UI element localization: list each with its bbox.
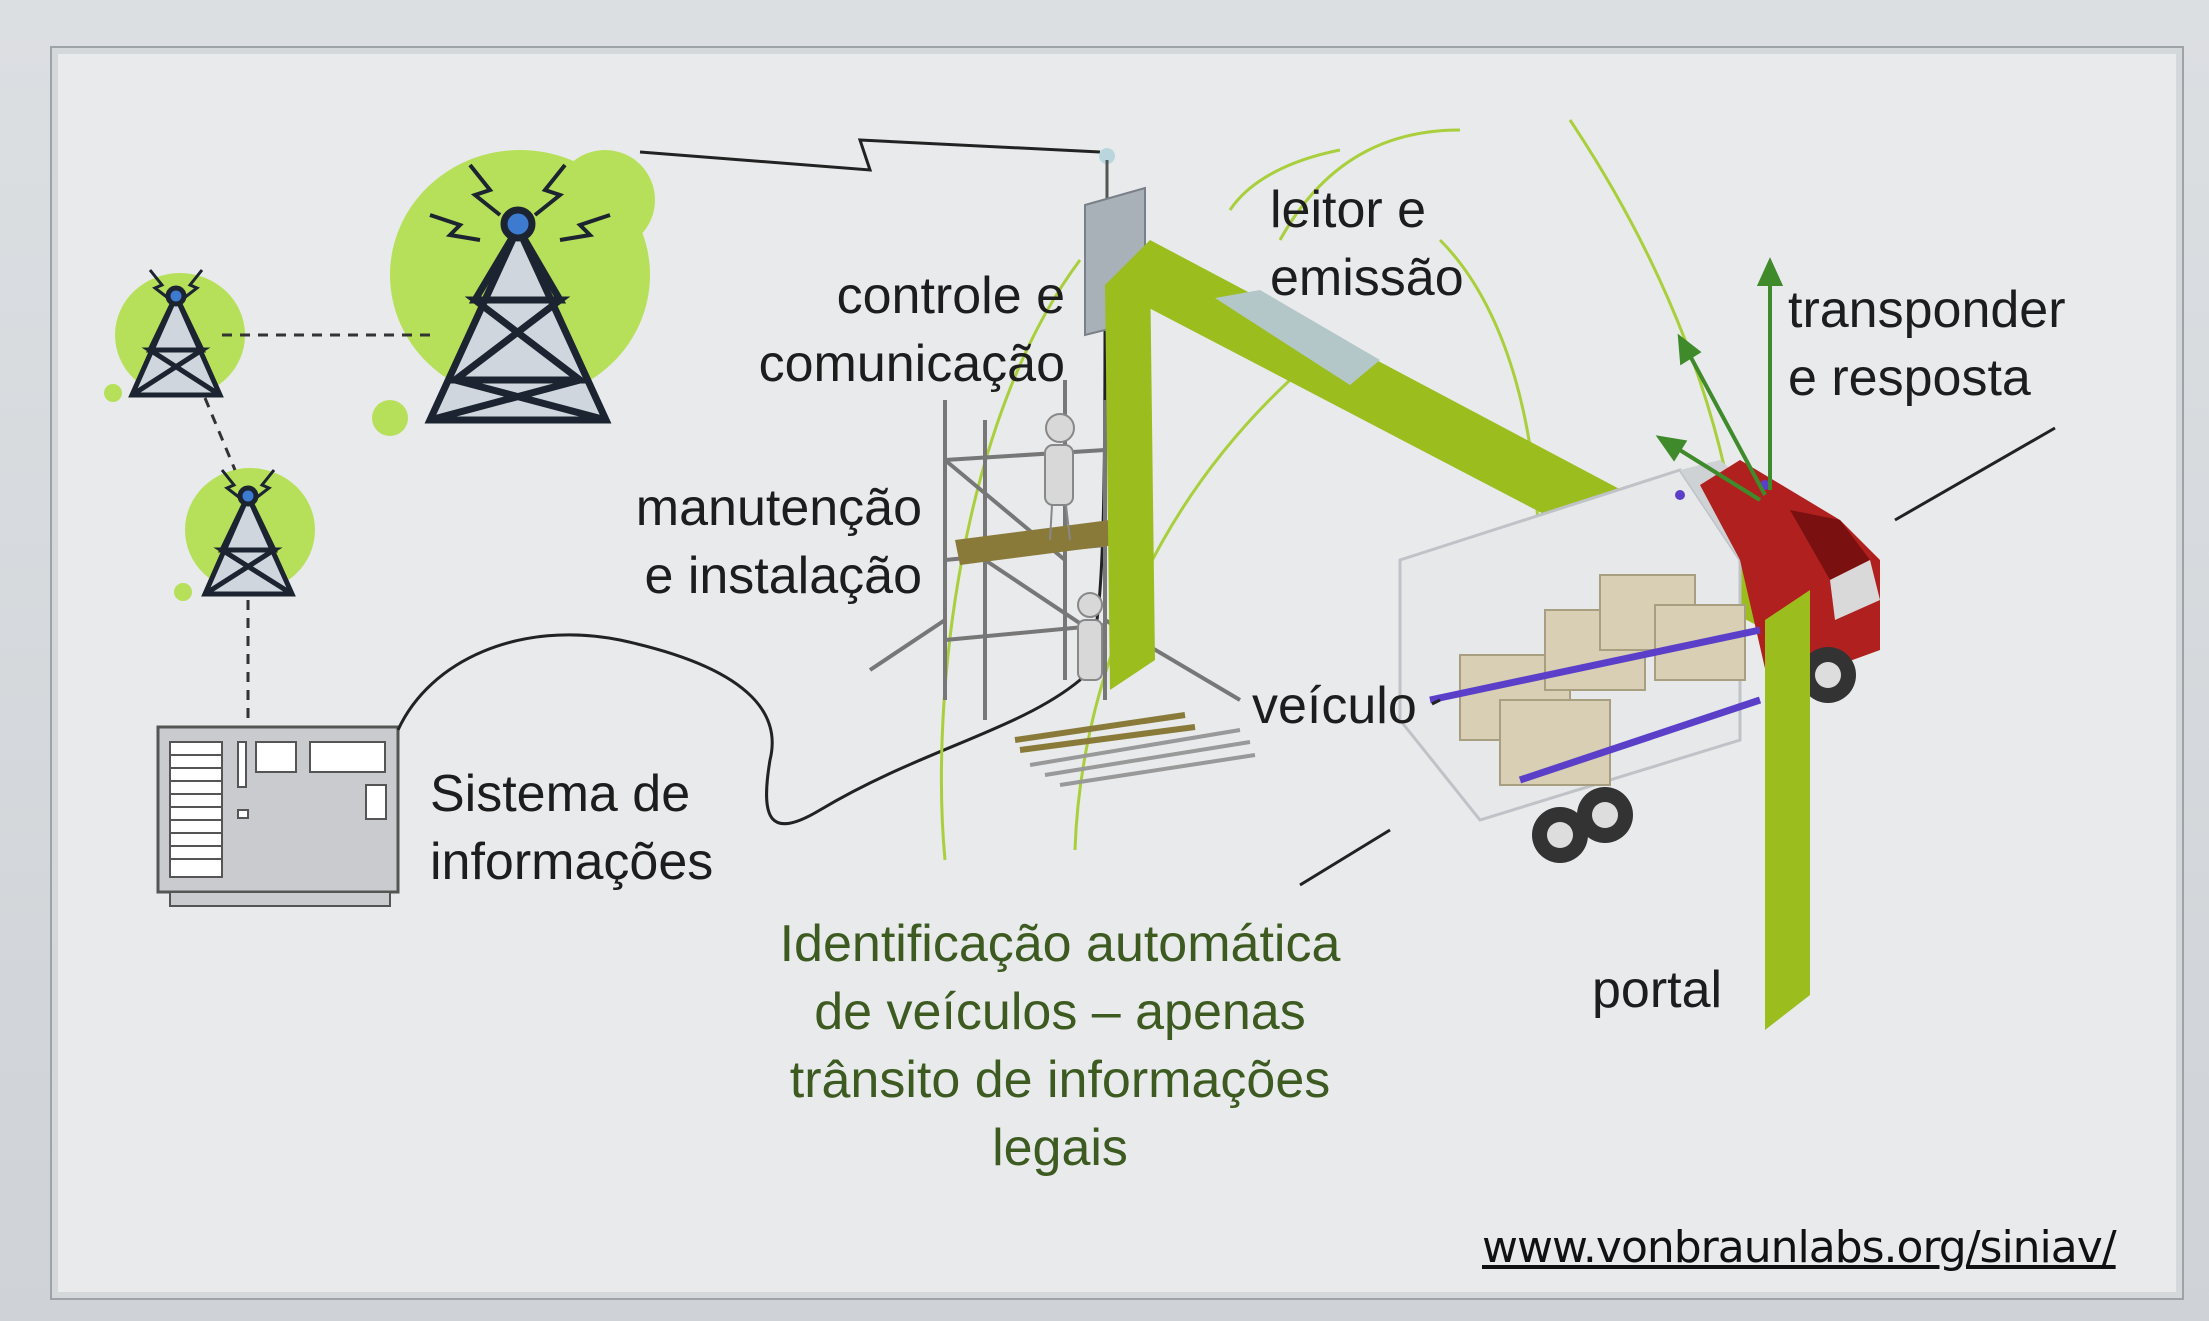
- label-controle-comunicacao: controle e comunicação: [720, 262, 1065, 398]
- label-sistema-informacoes: Sistema de informações: [430, 760, 713, 896]
- label-line: informações: [430, 833, 714, 891]
- radio-tower-icon: [201, 469, 296, 597]
- portal-right-pillar: [1765, 590, 1810, 1030]
- radio-tower-icon: [424, 163, 612, 424]
- label-transponder-resposta: transponder e resposta: [1788, 276, 2066, 412]
- transponder-arrows: [1655, 257, 1784, 502]
- reader-panel: [1215, 290, 1380, 385]
- label-line: Sistema de: [430, 765, 691, 823]
- label-leitor-emissao: leitor e emissão: [1270, 176, 1464, 312]
- scaffold-poles: [1029, 728, 1256, 787]
- label-line: transponder: [1788, 281, 2066, 339]
- worker-icon: [1077, 592, 1103, 681]
- portal-left-pillar: [1105, 262, 1155, 690]
- leader-lines: [1299, 426, 2056, 887]
- caption-identificacao: Identificação automática de veículos – a…: [735, 910, 1385, 1182]
- label-veiculo: veículo: [1252, 677, 1417, 735]
- antenna-tip: [1099, 148, 1115, 164]
- truck-icon: [1398, 460, 1880, 863]
- server-icon: [156, 725, 400, 907]
- label-portal: portal: [1592, 961, 1723, 1019]
- label-line: comunicação: [758, 335, 1065, 393]
- label-line: controle e: [836, 267, 1065, 325]
- source-link[interactable]: www.vonbraunlabs.org/siniav/: [1482, 1222, 2117, 1273]
- label-manutencao-instalacao: manutenção e instalação: [580, 474, 922, 610]
- worker-icon: [1044, 413, 1075, 541]
- caption-line: de veículos – apenas: [814, 983, 1306, 1041]
- label-line: emissão: [1270, 249, 1464, 307]
- network-links: [203, 333, 430, 730]
- caption-line: Identificação automática: [779, 915, 1341, 973]
- wireless-link: [639, 138, 1101, 172]
- scaffold-platform: [955, 520, 1115, 565]
- caption-line: legais: [992, 1119, 1128, 1177]
- label-line: manutenção: [635, 479, 922, 537]
- label-line: e instalação: [644, 547, 922, 605]
- caption-line: trânsito de informações: [789, 1051, 1331, 1109]
- label-line: leitor e: [1270, 181, 1427, 239]
- radio-tower-icon: [128, 269, 224, 398]
- label-line: e resposta: [1788, 349, 2031, 407]
- scaffold-planks: [1014, 712, 1196, 753]
